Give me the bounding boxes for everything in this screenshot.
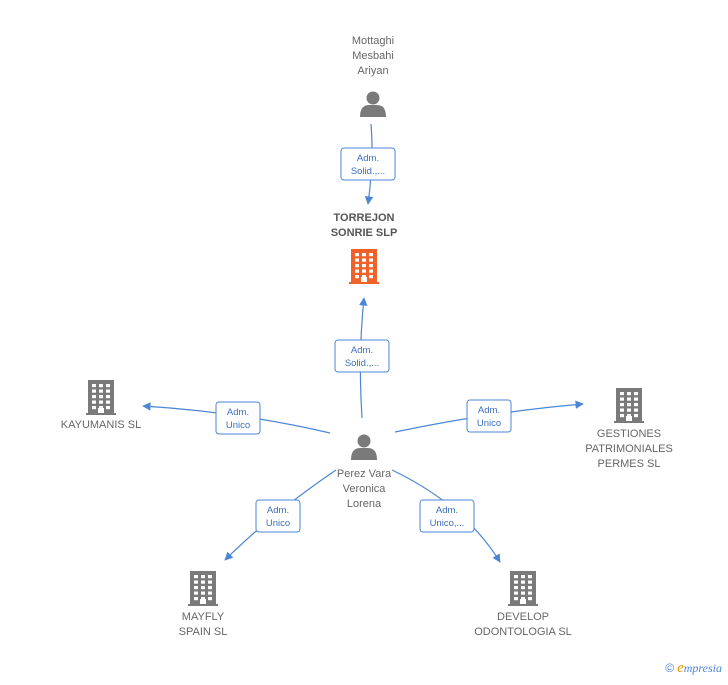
node-gestiones[interactable]: GESTIONES PATRIMONIALES PERMES SL — [585, 388, 673, 470]
copyright-symbol: © — [665, 661, 675, 675]
relation-label-mottaghi-torrejon[interactable]: Adm. Solid.,... — [340, 147, 396, 181]
building-icon — [188, 571, 218, 606]
node-develop[interactable]: DEVELOP ODONTOLOGIA SL — [474, 571, 572, 638]
relation-label-perez-kayumanis[interactable]: Adm. Unico — [215, 401, 261, 435]
node-label-line: Perez Vara — [337, 468, 392, 480]
node-mayfly[interactable]: MAYFLY SPAIN SL — [179, 571, 228, 638]
relation-label-line: Unico — [266, 518, 290, 529]
node-label-line: SONRIE SLP — [331, 227, 398, 239]
node-kayumanis[interactable]: KAYUMANIS SL — [61, 380, 142, 431]
relation-label-line: Adm. — [436, 505, 458, 516]
node-torrejon[interactable]: TORREJON SONRIE SLP — [331, 212, 398, 284]
building-icon — [614, 388, 644, 423]
node-label-line: MAYFLY — [182, 611, 225, 623]
building-icon — [86, 380, 116, 415]
relation-label-line: Unico,... — [430, 518, 465, 529]
relation-label-perez-gestiones[interactable]: Adm. Unico — [466, 399, 512, 433]
node-label-line: SPAIN SL — [179, 626, 228, 638]
building-icon — [349, 249, 379, 284]
node-label-line: DEVELOP — [497, 611, 549, 623]
node-label-line: Ariyan — [357, 65, 388, 77]
node-label-line: Mesbahi — [352, 50, 394, 62]
relation-label-perez-torrejon[interactable]: Adm. Solid.,... — [334, 339, 390, 373]
relation-label-line: Solid.,... — [351, 166, 385, 177]
relation-label-line: Adm. — [478, 405, 500, 416]
relation-label-line: Adm. — [227, 407, 249, 418]
relation-label-perez-mayfly[interactable]: Adm. Unico — [255, 499, 301, 533]
person-icon — [351, 434, 377, 460]
person-icon — [360, 91, 386, 117]
empresia-logo[interactable]: ©empresia — [665, 660, 722, 677]
relation-label-line: Solid.,... — [345, 358, 379, 369]
relation-label-line: Unico — [477, 418, 501, 429]
node-label-line: TORREJON — [334, 212, 395, 224]
node-label-line: KAYUMANIS SL — [61, 419, 142, 431]
node-label-line: ODONTOLOGIA SL — [474, 626, 572, 638]
relation-label-perez-develop[interactable]: Adm. Unico,... — [419, 499, 475, 533]
node-label-line: Mottaghi — [352, 35, 394, 47]
relation-label-line: Adm. — [357, 153, 379, 164]
node-label-line: Lorena — [347, 498, 382, 510]
node-label-line: PERMES SL — [598, 458, 661, 470]
brand-name: mpresia — [683, 661, 722, 675]
node-label-line: GESTIONES — [597, 428, 661, 440]
node-label-line: Veronica — [343, 483, 387, 495]
relation-label-line: Unico — [226, 420, 250, 431]
relation-label-line: Adm. — [351, 345, 373, 356]
brand-initial: e — [677, 660, 684, 676]
node-label-line: PATRIMONIALES — [585, 443, 673, 455]
relation-label-line: Adm. — [267, 505, 289, 516]
building-icon — [508, 571, 538, 606]
